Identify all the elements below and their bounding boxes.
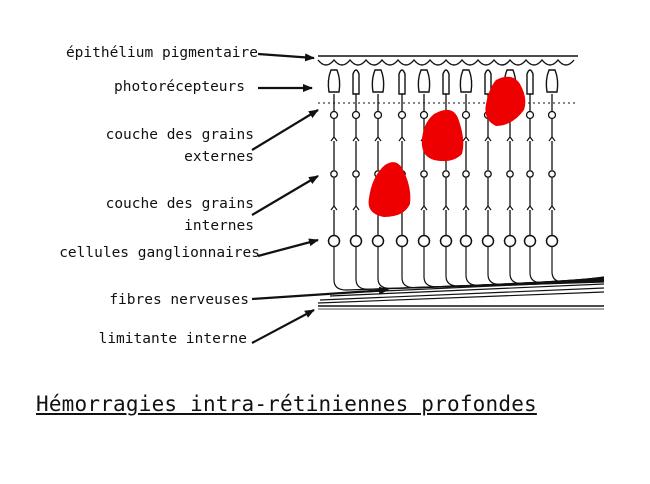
arrow-inner-limiting — [251, 309, 315, 344]
neuron-column — [545, 69, 605, 283]
inner-grain — [352, 170, 360, 178]
inner-grain — [506, 170, 514, 178]
ganglion-cell — [417, 234, 431, 248]
neuron-column — [327, 69, 605, 291]
arrow-outer-nuclear — [251, 109, 319, 151]
rod-photoreceptor — [442, 69, 450, 95]
label-outer-nuclear-layer: couche des grains externes — [105, 127, 254, 165]
ganglion-cell — [459, 234, 473, 248]
ganglion-axon — [445, 247, 605, 287]
label-inner-limiting-membrane: limitante interne — [98, 331, 247, 347]
inner-grain — [462, 170, 470, 178]
inner-grain — [330, 170, 338, 178]
cone-photoreceptor — [327, 69, 341, 93]
ganglion-axon — [551, 247, 605, 283]
ganglion-axon — [377, 247, 605, 290]
outer-grain — [329, 110, 339, 120]
rod-photoreceptor — [352, 69, 360, 95]
label-nerve-fibers: fibres nerveuses — [109, 292, 249, 308]
outer-grain — [419, 110, 429, 120]
neuron-columns — [327, 69, 605, 291]
label-photoreceptors: photorécepteurs — [114, 79, 245, 95]
neuron-column — [523, 69, 605, 284]
arrow-ganglion — [257, 238, 319, 258]
pointer-arrows — [251, 52, 389, 344]
hemorrhage-middle — [421, 109, 464, 162]
inner-limiting-membrane — [318, 305, 604, 310]
ganglion-cell — [523, 234, 537, 248]
ganglion-cell — [395, 234, 409, 248]
inner-grain — [442, 170, 450, 178]
inner-grain — [420, 170, 428, 178]
label-pigment-epithelium: épithélium pigmentaire — [65, 45, 258, 61]
hemorrhage-upper — [485, 76, 526, 126]
neuron-column — [349, 69, 605, 290]
neuron-column — [459, 69, 605, 286]
ganglion-axon — [423, 247, 605, 288]
label-ganglion-cells: cellules ganglionnaires — [59, 245, 260, 261]
ganglion-cell — [545, 234, 559, 248]
inner-grain — [548, 170, 556, 178]
ganglion-cell — [481, 234, 495, 248]
outer-grain — [397, 110, 407, 120]
ganglion-axon — [509, 247, 605, 285]
arrow-epithelium — [257, 52, 315, 62]
outer-grain — [525, 110, 535, 120]
rod-photoreceptor — [484, 69, 492, 95]
cone-photoreceptor — [417, 69, 431, 93]
pigment-epithelium-layer — [317, 55, 578, 66]
ganglion-cell — [503, 234, 517, 248]
ganglion-axon — [465, 247, 605, 286]
outer-grain — [351, 110, 361, 120]
ganglion-axon — [333, 247, 605, 291]
rod-photoreceptor — [526, 69, 534, 95]
ganglion-axon — [355, 247, 605, 290]
hemorrhage-deep — [368, 162, 411, 217]
inner-grain — [484, 170, 492, 178]
cone-photoreceptor — [545, 69, 559, 93]
ganglion-cell — [349, 234, 363, 248]
rod-photoreceptor — [398, 69, 406, 95]
label-inner-nuclear-layer: couche des grains internes — [105, 196, 254, 234]
outer-grain — [373, 110, 383, 120]
arrow-inner-nuclear — [251, 175, 319, 216]
arrow-nerve-fibers — [251, 286, 389, 301]
ganglion-axon — [529, 247, 605, 284]
hemorrhages — [368, 76, 526, 217]
cone-photoreceptor — [371, 69, 385, 93]
ganglion-cell — [439, 234, 453, 248]
figure-caption: Hémorragies intra-rétiniennes profondes — [36, 392, 537, 416]
ganglion-axon — [401, 247, 605, 289]
cone-photoreceptor — [459, 69, 473, 93]
ganglion-cell — [371, 234, 385, 248]
outer-grain — [547, 110, 557, 120]
inner-grain — [526, 170, 534, 178]
ganglion-axon — [487, 247, 605, 286]
ganglion-cell — [327, 234, 341, 248]
outer-grain — [461, 110, 471, 120]
